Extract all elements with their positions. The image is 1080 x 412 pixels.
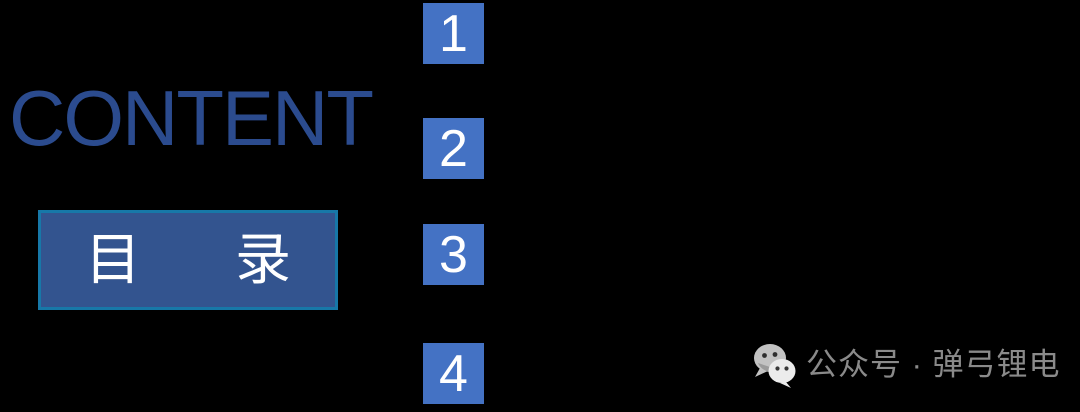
watermark-label: 公众号 · 弹弓锂电 — [806, 347, 1061, 382]
toc-item-square-1: 1 — [423, 3, 484, 64]
toc-item-square-2: 2 — [423, 118, 484, 179]
toc-title-box: 目 录 — [38, 210, 338, 310]
toc-item-square-3: 3 — [423, 224, 484, 285]
toc-item-number: 2 — [439, 119, 468, 178]
watermark: 公众号 · 弹弓锂电 — [752, 341, 1061, 389]
toc-char-mu: 目 — [85, 228, 141, 291]
page-title: CONTENT — [9, 74, 374, 162]
toc-item-number: 4 — [439, 344, 468, 403]
toc-item-square-4: 4 — [423, 343, 484, 404]
wechat-icon — [754, 344, 796, 388]
toc-item-number: 1 — [439, 4, 468, 63]
toc-item-number: 3 — [439, 225, 468, 284]
toc-char-lu: 录 — [235, 228, 291, 291]
